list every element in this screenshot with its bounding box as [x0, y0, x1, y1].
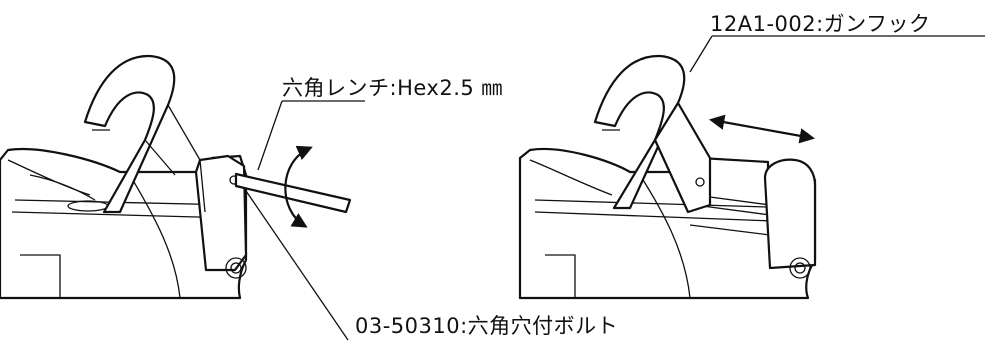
- right-gun-hook: [593, 54, 686, 210]
- hex-wrench-label: 六角レンチ:Hex2.5 ㎜: [282, 76, 503, 100]
- hex-socket-bolt-label: 03-50310:六角穴付ボルト: [355, 314, 619, 338]
- gun-hook-label: 12A1-002:ガンフック: [710, 12, 931, 36]
- hook-leader-line: [689, 35, 985, 73]
- hex-wrench: [234, 172, 352, 214]
- bolt-leader-line: [243, 187, 349, 341]
- wrench-leader-line: [257, 100, 365, 171]
- right-device-illustration: [518, 35, 985, 300]
- left-gun-hook: [83, 54, 176, 214]
- rotation-arrow: [284, 145, 313, 228]
- slide-direction-arrow: [708, 114, 816, 144]
- left-device-illustration: [0, 54, 365, 341]
